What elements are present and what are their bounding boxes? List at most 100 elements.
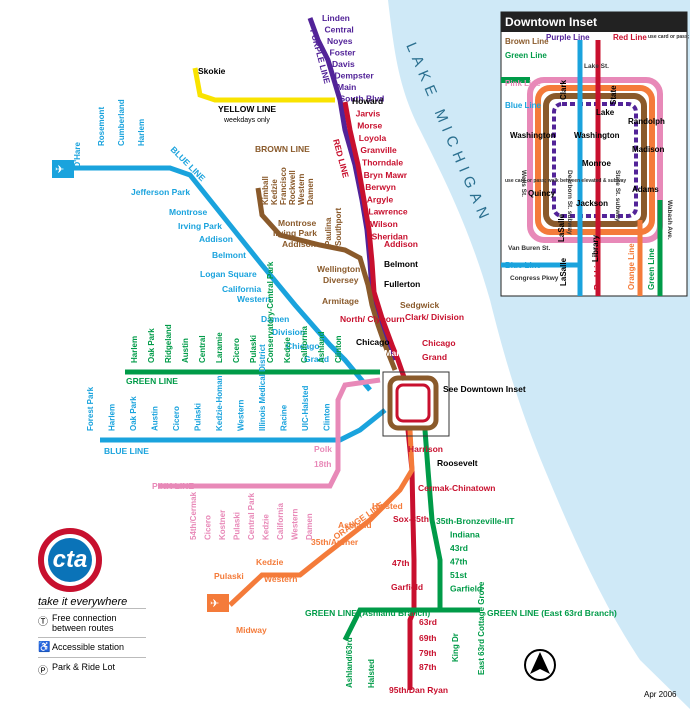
green-branch-ashland: GREEN LINE (Ashland Branch) [305, 608, 430, 618]
inset-station: Lake [596, 108, 615, 117]
station-pink: Cicero [204, 515, 213, 540]
station-pink: Kedzie [262, 514, 271, 540]
station-red: Sheridan [372, 231, 408, 241]
station-green: Kedzie [283, 337, 292, 363]
station-red-south: Cermak-Chinatown [418, 483, 495, 493]
station-blue: Chicago [286, 341, 320, 351]
station-red-south: Harrison [408, 444, 443, 454]
station-red: Granville [360, 145, 397, 155]
inset-street: Wells St. [520, 170, 527, 197]
park-ride-icon: Ⓟ [38, 666, 48, 677]
station-purple: Central [325, 25, 354, 35]
downtown-loop [387, 375, 439, 431]
station-purple: Linden [322, 13, 350, 23]
station-blue: Addison [199, 234, 233, 244]
transfer-icon: Ⓣ [38, 617, 48, 628]
see-downtown-label: See Downtown Inset [443, 384, 526, 394]
station-green-south: 43rd [450, 543, 468, 553]
station-green-branch: Ashland/63rd [345, 637, 354, 688]
inset-line-label: Red Line [613, 33, 647, 42]
yellow-line-route [192, 67, 335, 103]
station-blue: Harlem [137, 119, 146, 146]
station-green: Austin [181, 338, 190, 363]
station-green: Harlem [130, 336, 139, 363]
station-green: Pulaski [249, 335, 258, 363]
green-line-label: GREEN LINE [126, 376, 178, 386]
inset-line-label: Green Line [505, 51, 547, 60]
station-brown: Diversey [323, 275, 359, 285]
station-blue-forest: Forest Park [86, 386, 95, 431]
station-howard: Howard [352, 96, 383, 106]
pink-line-route [158, 377, 381, 489]
station-blue-forest: Cicero [172, 406, 181, 431]
station-red-mid: North/ Clybourn [340, 314, 405, 324]
yellow-line-note: weekdays only [223, 117, 270, 124]
legend-item-transfer: Ⓣ Free connection between routes [38, 608, 146, 637]
cta-logo-text: cta [48, 538, 92, 582]
station-brown: Paulina [324, 217, 333, 246]
station-orange: Kedzie [256, 557, 284, 567]
midway-airport-icon [207, 594, 229, 612]
station-blue-forest: UIC-Halsted [301, 386, 310, 431]
station-brown: Armitage [322, 296, 359, 306]
station-green: Ridgeland [164, 324, 173, 363]
station-red-mid: Grand [422, 352, 447, 362]
station-green-branch: King Dr [451, 633, 460, 662]
station-brown: Kedzie [270, 179, 279, 205]
inset-station: LaSalle [557, 213, 566, 242]
inset-street: Wabash Ave. [666, 200, 673, 240]
station-brown: Rockwell [288, 170, 297, 205]
station-red-south: 63rd [419, 617, 437, 627]
station-blue: Damen [261, 314, 289, 324]
station-orange: Western [264, 574, 297, 584]
station-brown: Wellington [317, 264, 360, 274]
station-red-south: 47th [392, 558, 409, 568]
inset-line-label: Purple Line [546, 33, 590, 42]
station-blue-forest: Racine [280, 404, 289, 431]
inset-street: Congress Pkwy [510, 275, 559, 282]
station-green-south: 35th-Bronzeville-IIT [436, 516, 515, 526]
station-red: Wilson [370, 219, 398, 229]
station-purple: Foster [330, 48, 357, 58]
station-blue-forest: Oak Park [129, 396, 138, 431]
inset-street: Dearborn St. subway [566, 170, 573, 235]
blue-line-diagonal-label: BLUE LINE [169, 144, 208, 183]
inset-station: LaSalle [559, 257, 568, 286]
station-red-south: 79th [419, 648, 436, 658]
station-pink: California [276, 503, 285, 540]
blue-line-label: BLUE LINE [104, 446, 149, 456]
station-blue: Western [237, 294, 270, 304]
ohare-plane-glyph: ✈ [55, 164, 64, 176]
station-blue: Montrose [169, 207, 208, 217]
inset-note: use card or pass; walk between elevated … [505, 178, 626, 184]
station-red: Thorndale [362, 158, 403, 168]
station-green-south: 47th [450, 557, 467, 567]
green-line-route-south [422, 429, 480, 613]
station-pink: Polk [314, 444, 332, 454]
red-line-route-north [342, 101, 408, 381]
station-brown: Southport [334, 207, 343, 246]
pink-line-label: PINK LINE [152, 481, 194, 491]
station-blue-forest: Clinton [323, 403, 332, 431]
station-red: Belmont [384, 259, 418, 269]
station-pink: 18th [314, 459, 331, 469]
station-brown: Sedgwick [400, 300, 439, 310]
inset-line-label: Brown Line [505, 37, 549, 46]
station-red-south: 69th [419, 633, 436, 643]
inset-title: Downtown Inset [501, 12, 687, 32]
station-blue: Rosemont [97, 107, 106, 146]
station-skokie: Skokie [198, 66, 226, 76]
station-orange: Midway [236, 625, 267, 635]
legend-accessible-text: Accessible station [52, 642, 125, 652]
station-green-branch: Halsted [367, 659, 376, 688]
station-merch-mart: Merch Mart [357, 348, 403, 358]
station-labels: LindenCentralNoyesFosterDavisDempsterMai… [73, 13, 617, 695]
inset-street: Lake St. [584, 63, 609, 70]
station-purple: Main [337, 82, 356, 92]
blue-line-route-ohare [65, 165, 372, 392]
legend-park-ride-text: Park & Ride Lot [52, 662, 116, 672]
midway-plane-glyph: ✈ [210, 598, 219, 610]
station-red: Jarvis [356, 108, 381, 118]
station-purple: South Blvd [340, 94, 385, 104]
